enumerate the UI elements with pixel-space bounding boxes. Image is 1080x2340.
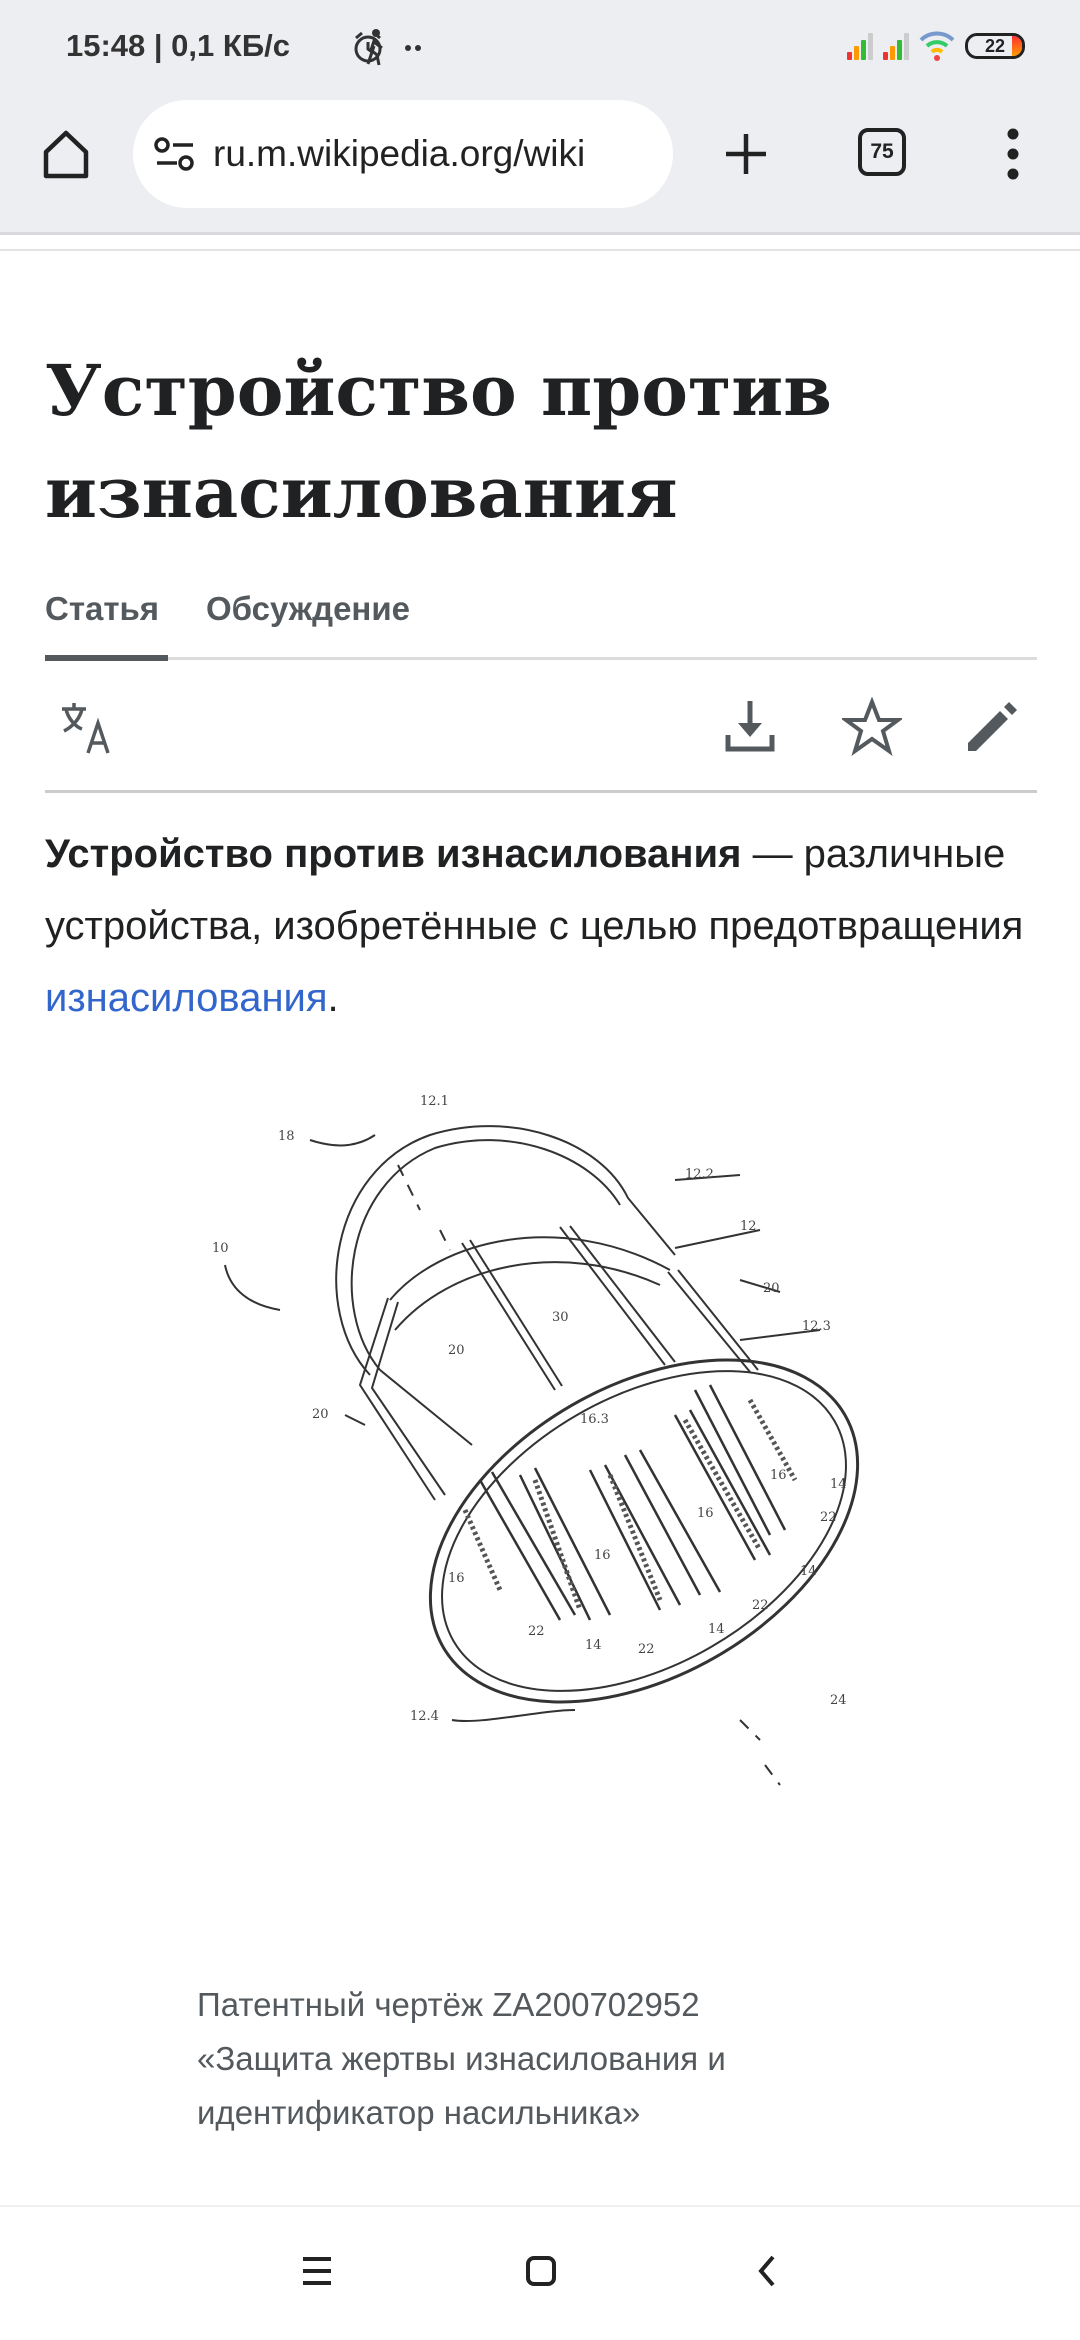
edit-pencil-icon[interactable]: [962, 697, 1022, 757]
figure-label: 30: [552, 1310, 569, 1325]
walking-icon: [366, 29, 421, 66]
recent-apps-icon[interactable]: [287, 2245, 347, 2297]
figure-label: 22: [528, 1624, 545, 1639]
figure-label: 24: [830, 1693, 847, 1708]
tab-article[interactable]: Статья: [45, 590, 160, 627]
url-text[interactable]: ru.m.wikipedia.org/wiki: [213, 133, 586, 174]
figure-label: 12.1: [420, 1094, 449, 1109]
figure-label: 22: [752, 1598, 769, 1613]
wifi-icon: [919, 31, 955, 61]
new-tab-icon[interactable]: [722, 130, 770, 178]
status-icons: 22: [847, 30, 1025, 62]
figure-label: 20: [763, 1281, 780, 1296]
figure-label: 12.2: [685, 1167, 714, 1182]
figure-label: 12: [740, 1219, 757, 1234]
figure-label: 22: [638, 1642, 655, 1657]
address-bar[interactable]: ru.m.wikipedia.org/wiki: [133, 100, 673, 208]
battery-icon: 22: [965, 33, 1025, 59]
tabs-divider: [45, 657, 1037, 660]
lead-text: — различные устройства, изобретённые с ц…: [45, 832, 1024, 948]
page-title: Устройство против изнасилования: [45, 349, 832, 534]
figure-label: 16: [770, 1468, 787, 1483]
link-rape[interactable]: изнасилования: [45, 976, 328, 1020]
download-icon[interactable]: [720, 697, 780, 757]
home-nav-icon[interactable]: [511, 2245, 571, 2297]
figure-label: 12.4: [410, 1709, 439, 1724]
figure-label: 14: [585, 1638, 602, 1653]
patent-drawing[interactable]: 12.1 18 12.2 12 10 20 12.3 30 20 20 16.3…: [180, 1080, 880, 1930]
menu-icon[interactable]: [1000, 126, 1026, 182]
signal-icon: [883, 32, 909, 60]
figure-label: 12.3: [802, 1319, 831, 1334]
actions-divider: [45, 790, 1037, 793]
lead-paragraph: Устройство против изнасилования — различ…: [45, 818, 1035, 1034]
divider: [0, 232, 1080, 235]
figure-label: 14: [800, 1564, 817, 1579]
figure-label: 16: [448, 1571, 465, 1586]
star-icon[interactable]: [842, 697, 902, 757]
site-settings-icon[interactable]: [153, 134, 197, 174]
lead-bold: Устройство против изнасилования: [45, 832, 742, 876]
figure-label: 18: [278, 1129, 295, 1144]
home-icon[interactable]: [40, 128, 92, 180]
figure-label: 14: [830, 1477, 847, 1492]
figure-label: 20: [312, 1407, 329, 1422]
active-tab-indicator: [45, 655, 168, 661]
status-time: 15:48 | 0,1 КБ/с: [66, 28, 290, 63]
nav-divider: [0, 2205, 1080, 2207]
figure-label: 10: [212, 1241, 229, 1256]
figure-label: 20: [448, 1343, 465, 1358]
figure-label: 16: [697, 1506, 714, 1521]
divider: [0, 249, 1080, 251]
tab-switcher-button[interactable]: 75: [858, 128, 906, 176]
signal-icon: [847, 32, 873, 60]
figure-label: 16: [594, 1548, 611, 1563]
tab-discussion[interactable]: Обсуждение: [206, 590, 410, 627]
figure-label: 16.3: [580, 1412, 609, 1427]
language-icon[interactable]: [58, 697, 118, 757]
figure-label: 22: [820, 1510, 837, 1525]
tabs-count: 75: [858, 128, 906, 176]
back-icon[interactable]: [737, 2245, 797, 2297]
figure-caption: Патентный чертёж ZA200702952 «Защита жер…: [197, 1986, 726, 2131]
lead-end: .: [327, 976, 339, 1020]
figure-label: 14: [708, 1622, 725, 1637]
figure-labels: 12.1 18 12.2 12 10 20 12.3 30 20 20 16.3…: [212, 1094, 847, 1724]
